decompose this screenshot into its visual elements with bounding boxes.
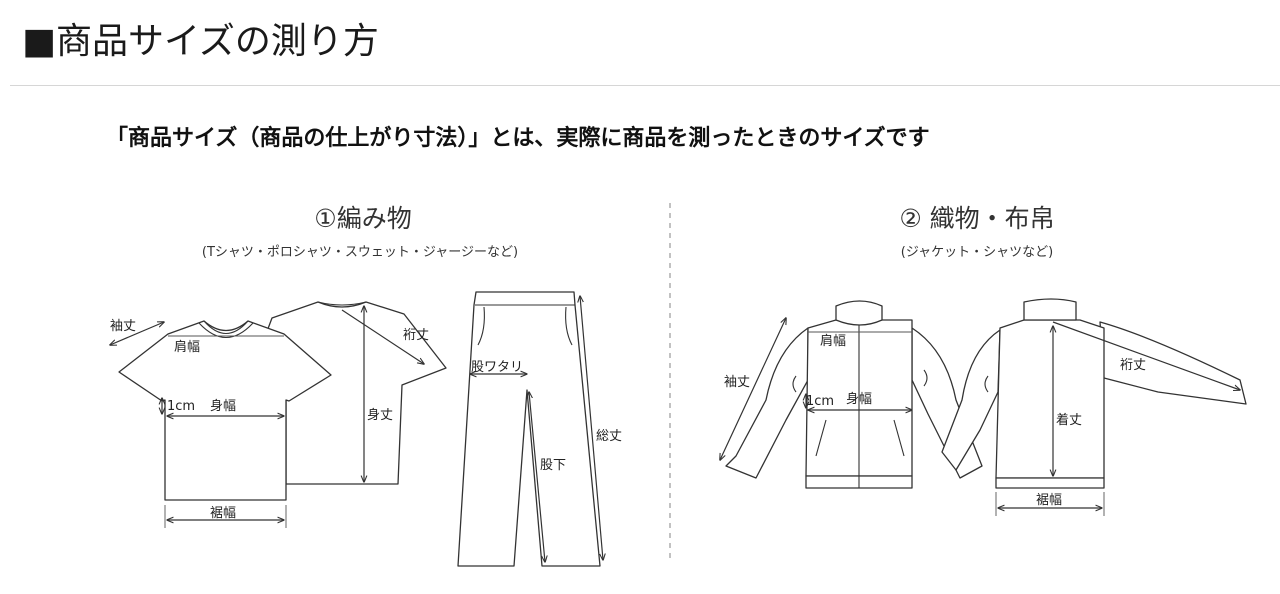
label-woven-chest: 身幅	[846, 391, 872, 407]
label-woven-1cm: 1cm	[806, 394, 834, 409]
title-divider	[10, 85, 1280, 86]
label-knit-shoulder: 肩幅	[174, 339, 200, 355]
page-title: ■商品サイズの測り方	[22, 21, 379, 62]
label-knit-hem: 裾幅	[210, 506, 236, 521]
intro-text: 「商品サイズ（商品の仕上がり寸法）」とは、実際に商品を測ったときのサイズです	[106, 126, 930, 151]
label-knit-1cm: 1cm	[167, 399, 195, 414]
jacket-back-illustration	[941, 298, 1247, 489]
label-knit-chest: 身幅	[210, 398, 236, 414]
section-woven-title: ② 織物・布帛	[899, 204, 1054, 233]
label-total-length: 総丈	[596, 429, 622, 444]
tshirt-measure-lines	[110, 306, 424, 528]
label-woven-hem: 裾幅	[1036, 493, 1062, 508]
pants-measure-lines	[470, 296, 603, 562]
jacket-back-measure-lines	[995, 321, 1240, 516]
label-knit-yuki: 裄丈	[403, 328, 429, 343]
label-woven-sleeve: 袖丈	[724, 375, 750, 390]
section-knit-title: ①編み物	[314, 204, 411, 233]
label-woven-shoulder: 肩幅	[820, 333, 846, 349]
label-inseam: 股下	[540, 458, 566, 473]
section-woven-subtitle: (ジャケット・シャツなど)	[901, 245, 1054, 260]
pants-illustration	[457, 291, 601, 567]
label-rise: 股ワタリ	[471, 360, 523, 375]
label-knit-length: 身丈	[367, 407, 393, 423]
label-woven-length: 着丈	[1056, 412, 1082, 428]
section-knit-subtitle: (Tシャツ・ポロシャツ・スウェット・ジャージーなど)	[202, 245, 518, 260]
tshirt-front-illustration	[118, 320, 332, 501]
label-knit-sleeve: 袖丈	[110, 319, 136, 334]
jacket-front-measure-lines	[720, 318, 912, 460]
label-woven-yuki: 裄丈	[1120, 358, 1146, 373]
